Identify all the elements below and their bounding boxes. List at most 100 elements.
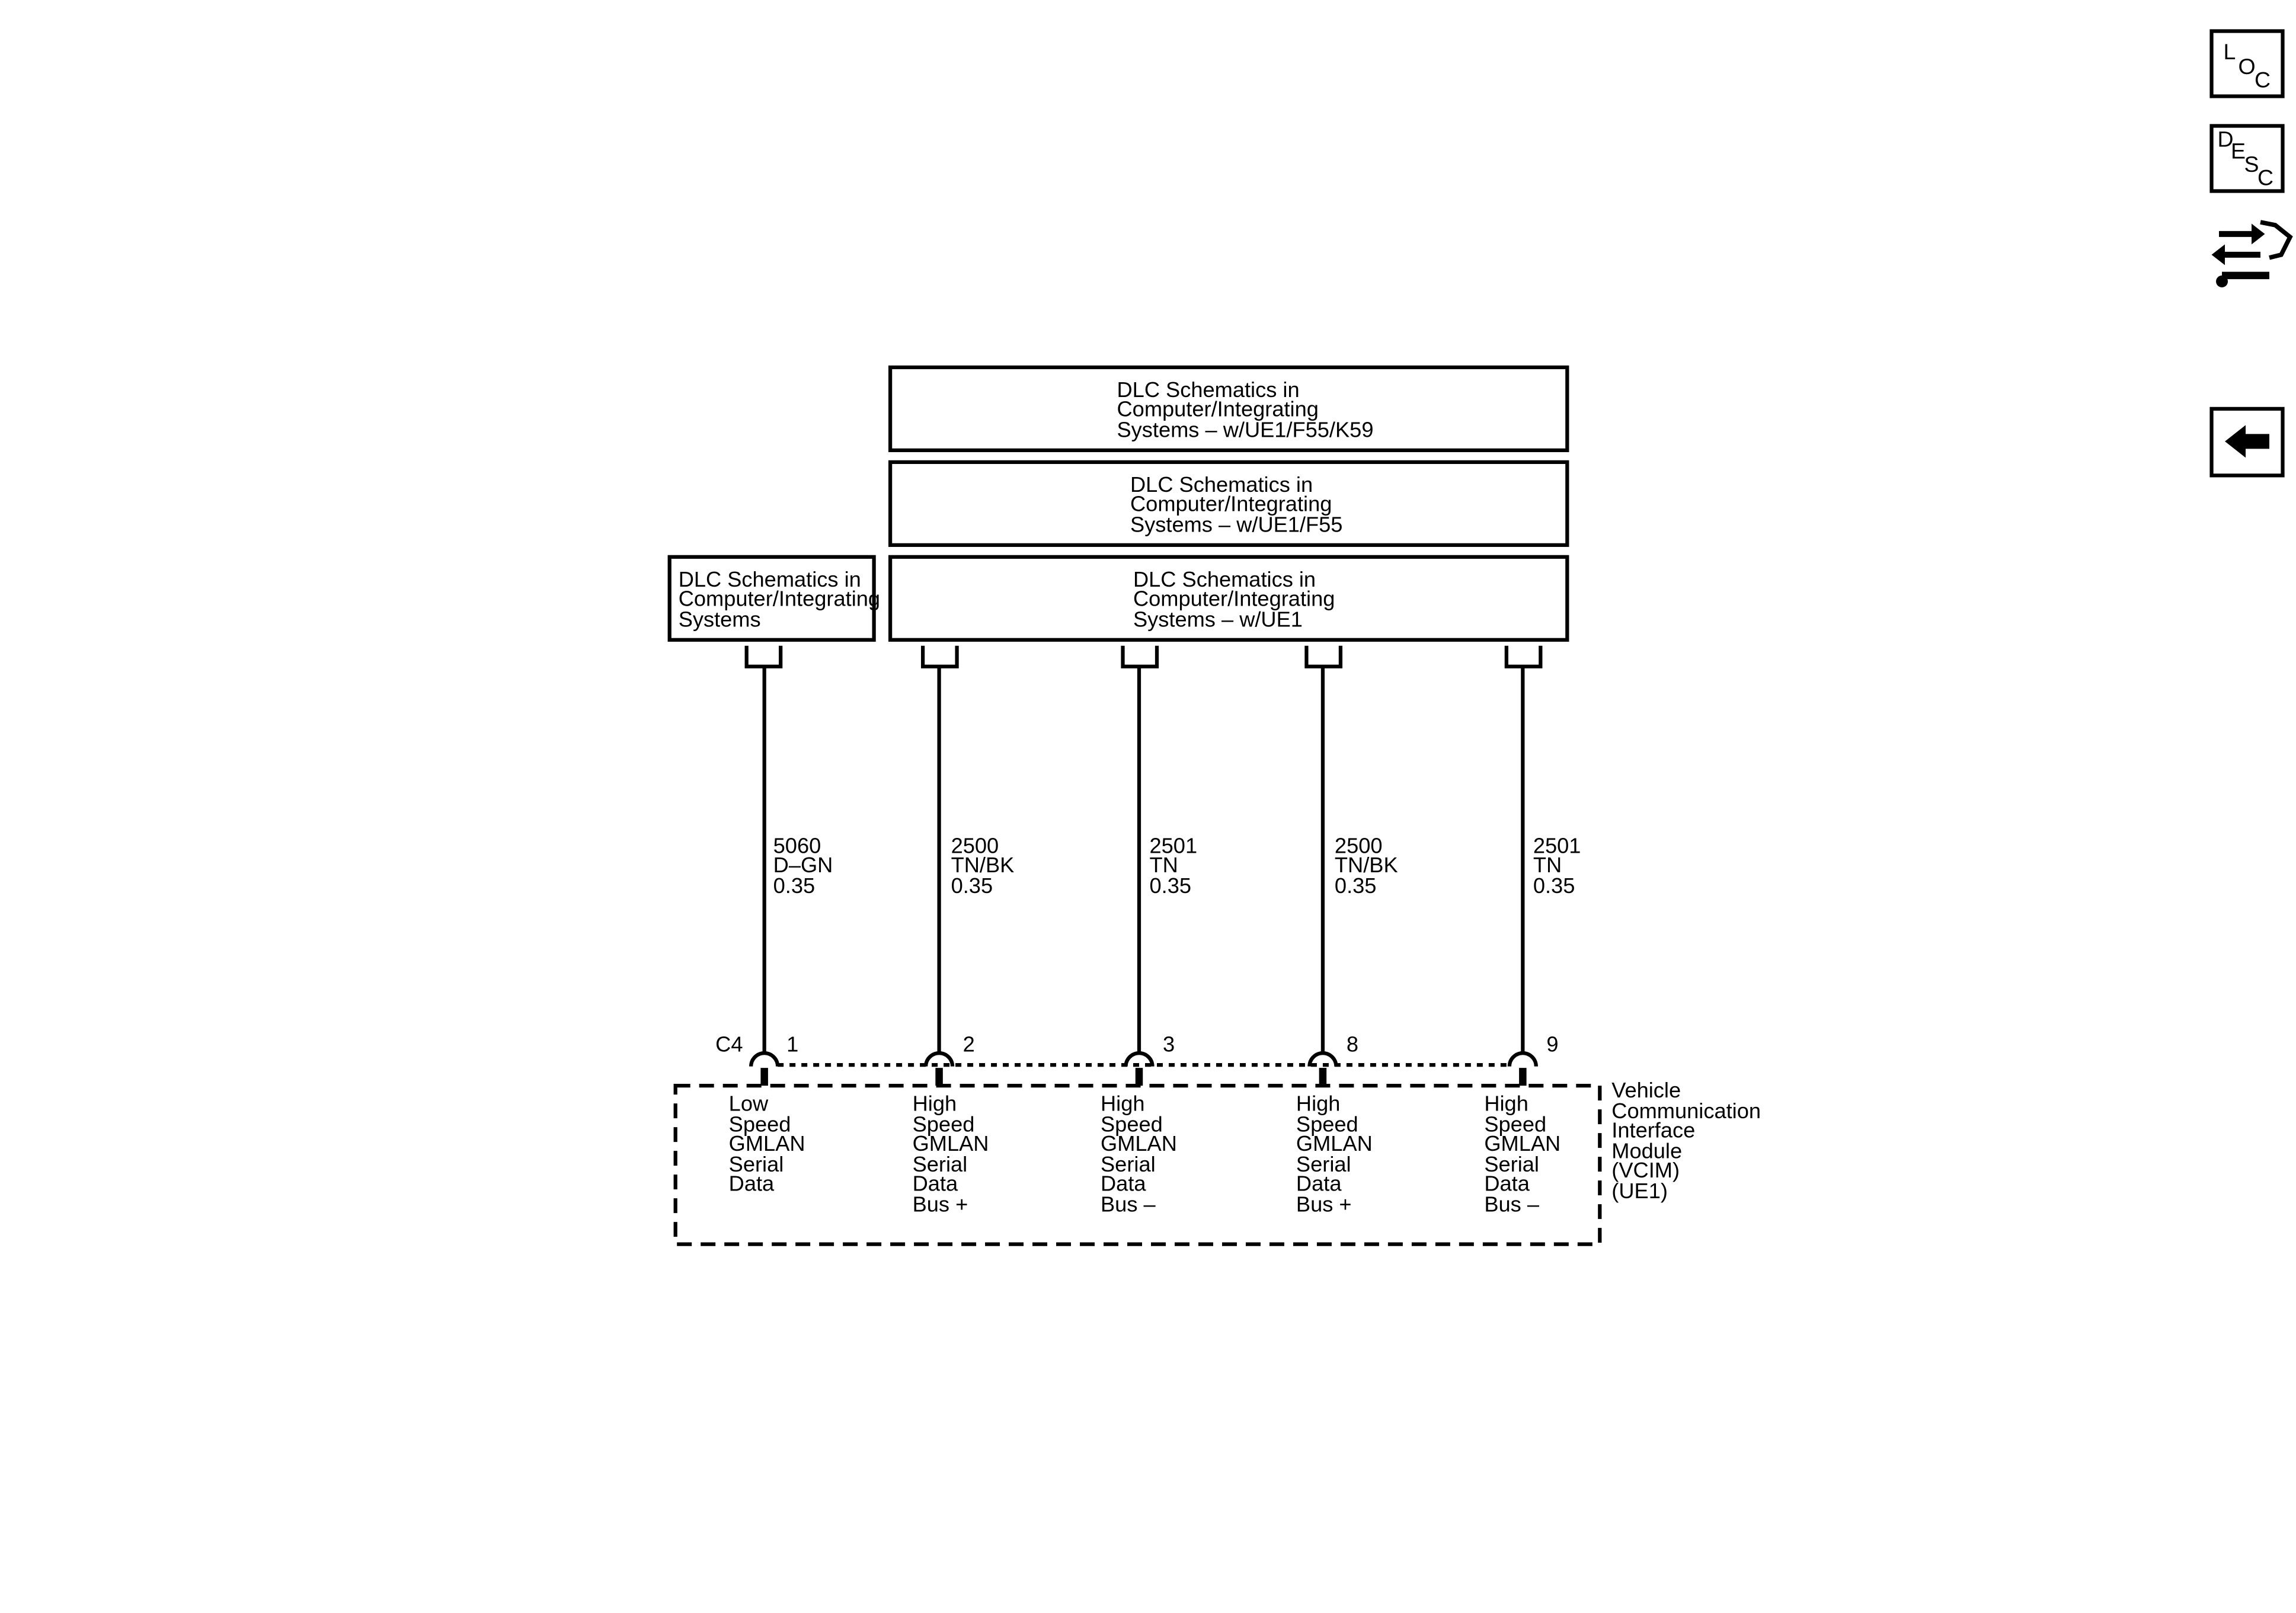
pin-stubs	[760, 1068, 1527, 1086]
wire-label-pin-1: 5060 D–GN 0.35	[773, 834, 833, 898]
dlc-box-ue1-f55-line-1: DLC Schematics in	[1130, 472, 1313, 497]
function-line: Speed	[729, 1112, 791, 1137]
dlc-box-ue1-line-3: Systems – w/UE1	[1133, 607, 1303, 631]
pin-terminal-3	[1124, 1051, 1155, 1067]
function-line: Speed	[1484, 1112, 1546, 1137]
function-line: Data	[1101, 1172, 1146, 1196]
pin-number-2: 2	[963, 1032, 975, 1057]
loc-letter-c: C	[2255, 67, 2271, 92]
pin-function-8: High Speed GMLAN Serial Data Bus +	[1296, 1092, 1373, 1217]
top-connector-brackets	[744, 645, 1543, 668]
function-line: Serial	[913, 1152, 968, 1176]
wire-gauge: 0.35	[773, 873, 816, 898]
function-line: GMLAN	[1101, 1131, 1177, 1156]
function-line: Speed	[1296, 1112, 1358, 1137]
function-line: GMLAN	[1484, 1131, 1560, 1156]
function-line: Data	[1484, 1172, 1530, 1196]
connector-label: C4	[715, 1032, 743, 1057]
function-line: Bus –	[1484, 1192, 1540, 1217]
function-line: High	[913, 1092, 957, 1116]
wire-circuit-number: 2501	[1533, 834, 1581, 858]
wire-circuit-number: 5060	[773, 834, 821, 858]
top-bracket-1	[744, 645, 783, 668]
function-line: Serial	[1101, 1152, 1156, 1176]
function-line: GMLAN	[729, 1131, 805, 1156]
dlc-box-ue1-f55-k59: DLC Schematics in Computer/Integrating S…	[888, 365, 1569, 452]
module-name: Vehicle Communication Interface Module (…	[1611, 1078, 1761, 1203]
wire-color: TN	[1149, 853, 1178, 877]
pin-terminal-9	[1507, 1051, 1538, 1067]
back-arrow-icon	[2225, 425, 2270, 458]
loc-button[interactable]: L O C	[2209, 29, 2285, 98]
dlc-box-ue1-line-1: DLC Schematics in	[1133, 567, 1316, 591]
dlc-box-ue1-f55-k59-line-2: Computer/Integrating	[1117, 396, 1319, 421]
function-line: Serial	[1296, 1152, 1351, 1176]
desc-letter-d: D	[2218, 126, 2234, 151]
dlc-box-systems: DLC Schematics in Computer/Integrating S…	[667, 555, 880, 642]
pin-number-3: 3	[1163, 1032, 1175, 1057]
wire-gauge: 0.35	[951, 873, 993, 898]
dlc-box-systems-line-1: DLC Schematics in	[679, 567, 861, 591]
loc-letter-o: O	[2239, 54, 2256, 79]
function-line: GMLAN	[1296, 1131, 1373, 1156]
function-line: Serial	[729, 1152, 784, 1176]
wire-label-pin-2: 2500 TN/BK 0.35	[951, 834, 1015, 898]
function-line: Bus +	[913, 1192, 968, 1217]
pin-function-1: Low Speed GMLAN Serial Data	[729, 1092, 805, 1196]
wire-label-pin-8: 2500 TN/BK 0.35	[1335, 834, 1398, 898]
function-line: High	[1101, 1092, 1145, 1116]
desc-letter-c: C	[2257, 165, 2273, 190]
dlc-box-ue1-f55-line-2: Computer/Integrating	[1130, 491, 1332, 516]
function-line: Data	[913, 1172, 958, 1196]
dlc-box-ue1-f55: DLC Schematics in Computer/Integrating S…	[888, 460, 1569, 547]
function-line: Bus +	[1296, 1192, 1352, 1217]
function-line: Speed	[913, 1112, 975, 1137]
wire-gauge: 0.35	[1335, 873, 1377, 898]
pin-terminal-2	[923, 1051, 955, 1067]
function-line: GMLAN	[913, 1131, 989, 1156]
pin-function-2: High Speed GMLAN Serial Data Bus +	[913, 1092, 989, 1217]
function-line: High	[1484, 1092, 1528, 1116]
dlc-box-ue1-f55-line-3: Systems – w/UE1/F55	[1130, 512, 1342, 536]
wire-color: D–GN	[773, 853, 833, 877]
wire-label-pin-9: 2501 TN 0.35	[1533, 834, 1581, 898]
connector-c4-pins	[749, 1051, 1538, 1067]
function-line: Speed	[1101, 1112, 1163, 1137]
top-bracket-4	[1304, 645, 1343, 668]
dlc-box-ue1-f55-k59-line-3: Systems – w/UE1/F55/K59	[1117, 417, 1374, 441]
wire-circuit-number: 2500	[951, 834, 999, 858]
pin-terminal-1	[749, 1051, 780, 1067]
wire-circuit-number: 2501	[1149, 834, 1197, 858]
pin-function-9: High Speed GMLAN Serial Data Bus –	[1484, 1092, 1560, 1217]
wire-color: TN/BK	[1335, 853, 1398, 877]
module-name-line: Vehicle	[1611, 1078, 1681, 1102]
desc-letter-s: S	[2244, 152, 2259, 177]
function-line: Data	[729, 1172, 775, 1196]
desc-button[interactable]: D E S C	[2209, 124, 2285, 193]
wire-color: TN	[1533, 853, 1562, 877]
wires	[762, 666, 1525, 1054]
connector-repair-icon[interactable]	[2211, 220, 2293, 287]
function-line: High	[1296, 1092, 1341, 1116]
function-line: Bus –	[1101, 1192, 1156, 1217]
pin-number-8: 8	[1347, 1032, 1358, 1057]
desc-letter-e: E	[2231, 138, 2246, 163]
module-name-line: (UE1)	[1611, 1179, 1668, 1203]
wire-gauge: 0.35	[1149, 873, 1191, 898]
pin-function-3: High Speed GMLAN Serial Data Bus –	[1101, 1092, 1177, 1217]
loc-letter-l: L	[2224, 39, 2236, 64]
dlc-box-ue1-f55-k59-line-1: DLC Schematics in	[1117, 377, 1300, 402]
wire-circuit-number: 2500	[1335, 834, 1383, 858]
wire-color: TN/BK	[951, 853, 1015, 877]
function-line: Low	[729, 1092, 769, 1116]
function-line: Serial	[1484, 1152, 1539, 1176]
back-button[interactable]	[2209, 407, 2285, 478]
dlc-box-ue1: DLC Schematics in Computer/Integrating S…	[888, 555, 1569, 642]
module-name-line: Interface	[1611, 1118, 1695, 1142]
dlc-box-systems-line-2: Computer/Integrating	[679, 586, 880, 610]
dlc-box-systems-line-3: Systems	[679, 607, 761, 631]
wire-label-pin-3: 2501 TN 0.35	[1149, 834, 1197, 898]
top-bracket-5	[1504, 645, 1543, 668]
